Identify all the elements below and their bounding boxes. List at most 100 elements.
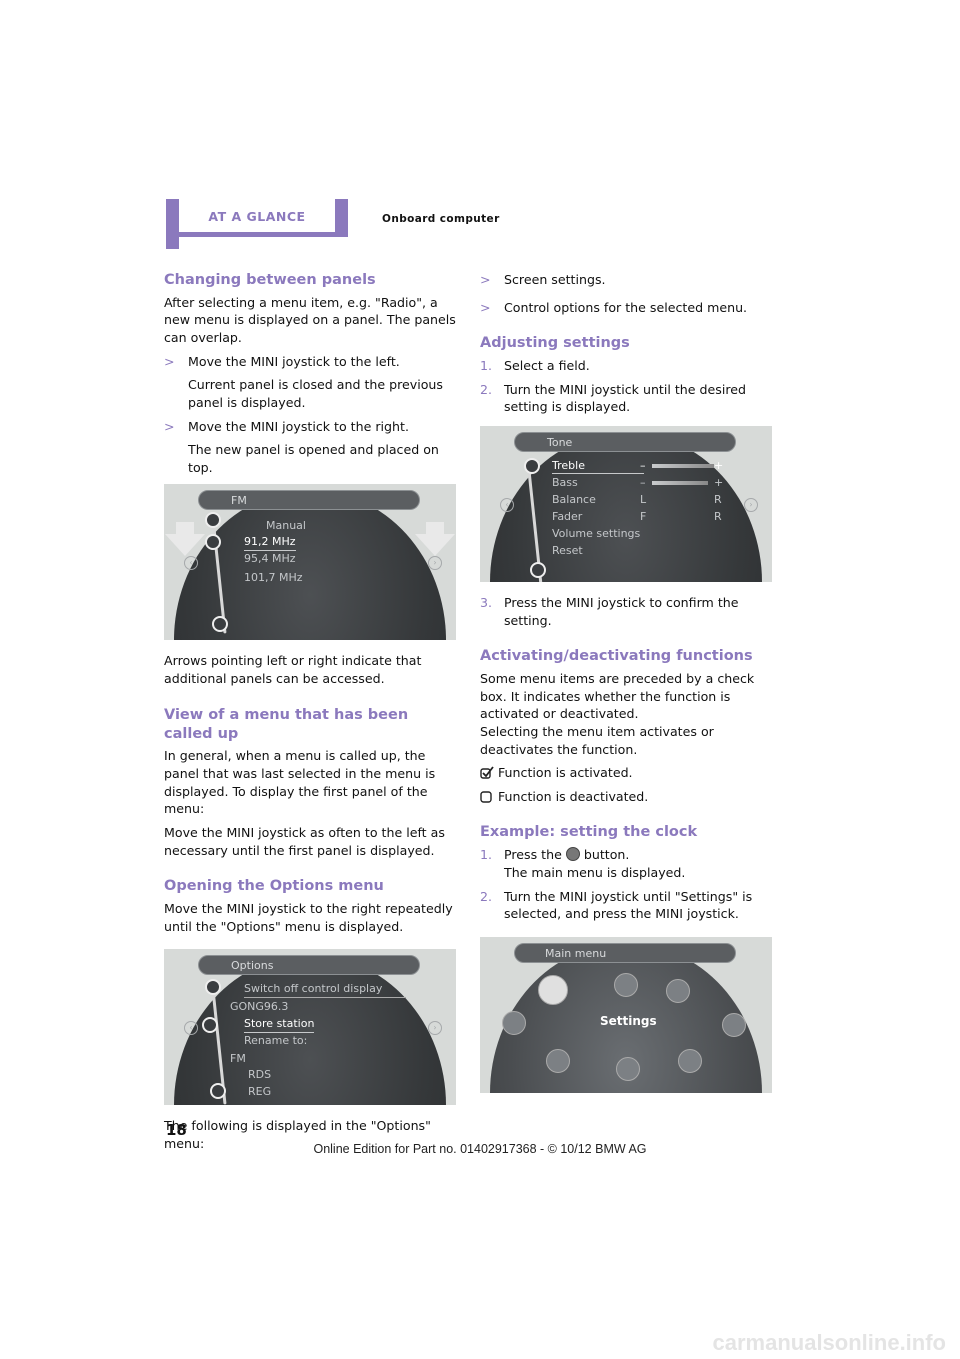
- left-nav-icon: ‹: [500, 497, 514, 512]
- nav-icon: [666, 978, 690, 1003]
- rail-knob: [530, 561, 546, 578]
- menu-item: Manual: [266, 519, 306, 533]
- bullet-text: Screen settings.: [504, 272, 606, 287]
- bullet-text: Move the MINI joystick to the left.: [188, 353, 400, 369]
- checkbox-legend-off: Function is deactivated.: [480, 788, 772, 806]
- step-number: 2.: [480, 888, 493, 904]
- checkbox-legend-on: Function is activated.: [480, 764, 772, 782]
- right-column: > Screen settings. > Control options for t…: [480, 271, 772, 1105]
- step-text: button.: [583, 847, 630, 863]
- paragraph: The following is displayed in the "Optio…: [164, 1118, 431, 1151]
- radio-icon: [616, 1056, 640, 1081]
- tone-panel-screenshot: Tone Treble Bass Balance Fader Volume se…: [480, 425, 772, 582]
- fader-rear-label: R: [714, 509, 722, 523]
- paragraph: Selecting the menu item activates or dea…: [480, 723, 714, 757]
- rail-knob: [205, 979, 221, 996]
- left-nav-icon: ‹: [184, 556, 198, 571]
- menu-item-selected: 91,2 MHz: [244, 534, 296, 551]
- menu-button-icon: [565, 847, 580, 862]
- heading-adjusting-settings: Adjusting settings: [480, 335, 630, 352]
- menu-item-selected: Store station: [244, 1016, 315, 1033]
- bullet-item: > Control options for the selected menu.: [480, 299, 772, 317]
- watermark: carmanualsonline.info: [712, 1330, 947, 1355]
- bullet-subtext: The new panel is opened and placed on to…: [188, 442, 439, 475]
- left-column: Changing between panels After selecting …: [164, 271, 456, 1159]
- bullet-arrow-icon: >: [480, 299, 491, 315]
- menu-item-checkbox: RDS: [248, 1068, 272, 1082]
- paragraph: Some menu items are preceded by a check …: [480, 671, 755, 722]
- step-item: 1. Select a field.: [480, 357, 772, 375]
- manual-icon: [722, 1012, 746, 1037]
- settings-gear-icon: [538, 974, 568, 1005]
- step-number: 1.: [480, 358, 493, 374]
- rail-knob: [205, 512, 221, 529]
- heading-options-menu: Opening the Options menu: [164, 878, 384, 895]
- page-number: 18: [166, 1121, 187, 1139]
- step-text: Press the: [504, 847, 562, 863]
- step-text: Press the MINI joystick to confirm the s…: [504, 594, 739, 628]
- minus-icon: –: [640, 458, 646, 472]
- heading-view-menu: View of a menu that has been called up: [164, 706, 409, 742]
- bullet-item: >Move the MINI joystick to the right.: [164, 418, 456, 436]
- bullet-arrow-icon: >: [480, 272, 491, 287]
- menu-item: 95,4 MHz: [244, 552, 296, 566]
- rail-knob: [212, 616, 228, 633]
- heading-setting-clock: Example: setting the clock: [480, 824, 698, 841]
- menu-item: Balance: [552, 492, 596, 506]
- arrow-right-icon: [426, 522, 444, 535]
- paragraph: Move the MINI joystick as often to the l…: [164, 824, 445, 858]
- rail-knob: [524, 457, 540, 474]
- car-icon: [614, 972, 638, 997]
- selected-menu-label: Settings: [600, 1013, 657, 1028]
- arrow-right-icon: [415, 534, 455, 557]
- empty-box-icon: [480, 790, 494, 808]
- right-nav-icon: ›: [428, 1021, 442, 1036]
- bullet-item: > Move the MINI joystick to the left.: [164, 353, 456, 371]
- plus-icon: +: [714, 458, 724, 472]
- step-text: Select a field.: [504, 358, 590, 374]
- bass-level-bar: [652, 480, 708, 485]
- step-item: 2.Turn the MINI joystick until the desir…: [480, 381, 772, 416]
- step-number: 1.: [480, 847, 493, 863]
- screen-title: FM: [198, 490, 420, 511]
- plus-icon: +: [714, 475, 724, 489]
- fader-front-label: F: [640, 509, 647, 523]
- menu-item: Volume settings: [552, 526, 641, 540]
- left-nav-icon: ‹: [184, 1021, 198, 1036]
- header-tab-label: AT A GLANCE: [179, 199, 335, 232]
- rail-knob: [205, 534, 221, 551]
- paragraph: Arrows pointing left or right indicate t…: [164, 653, 422, 687]
- right-nav-icon: ›: [744, 497, 758, 512]
- menu-item-checkbox: REG: [248, 1085, 272, 1099]
- menu-item: Switch off control display: [244, 981, 406, 998]
- bullet-text: Control options for the selected menu.: [504, 299, 748, 315]
- step-number: 3.: [480, 594, 493, 610]
- menu-item: Reset: [552, 543, 583, 557]
- phone-icon: [502, 1010, 526, 1035]
- menu-item: 101,7 MHz: [244, 571, 303, 585]
- heading-activating-functions: Activating/deactivating functions: [480, 648, 753, 665]
- bullet-arrow-icon: >: [164, 418, 175, 434]
- bullet-arrow-icon: >: [164, 353, 175, 369]
- fm-panel-screenshot: FM Manual 91,2 MHz 95,4 MHz 101,7 MHz ‹ …: [164, 484, 456, 641]
- rail-knob: [202, 1017, 218, 1034]
- menu-item: GONG96.3: [230, 1000, 289, 1014]
- paragraph: Move the MINI joystick to the right repe…: [164, 901, 453, 934]
- menu-item: Fader: [552, 509, 583, 523]
- step-number: 2.: [480, 381, 493, 397]
- menu-item-selected: Treble: [552, 458, 644, 475]
- step-text: The main menu is displayed.: [504, 864, 686, 880]
- legend-text: Function is deactivated.: [498, 788, 649, 804]
- menu-item: FM: [230, 1052, 246, 1066]
- main-menu-screenshot: Main menu Settings: [480, 936, 772, 1093]
- menu-item: Rename to:: [244, 1034, 308, 1048]
- right-nav-icon: ›: [428, 556, 442, 571]
- bullet-subtext: Current panel is closed and the previous…: [188, 377, 443, 410]
- balance-left-label: L: [640, 492, 647, 506]
- section-title: Onboard computer: [382, 213, 500, 225]
- compass-icon: [678, 1048, 702, 1073]
- arrow-left-icon: [176, 522, 194, 535]
- step-item: 3. Press the MINI joystick to confirm the…: [480, 594, 772, 629]
- rail-knob: [210, 1083, 226, 1100]
- media-icon: [546, 1048, 570, 1073]
